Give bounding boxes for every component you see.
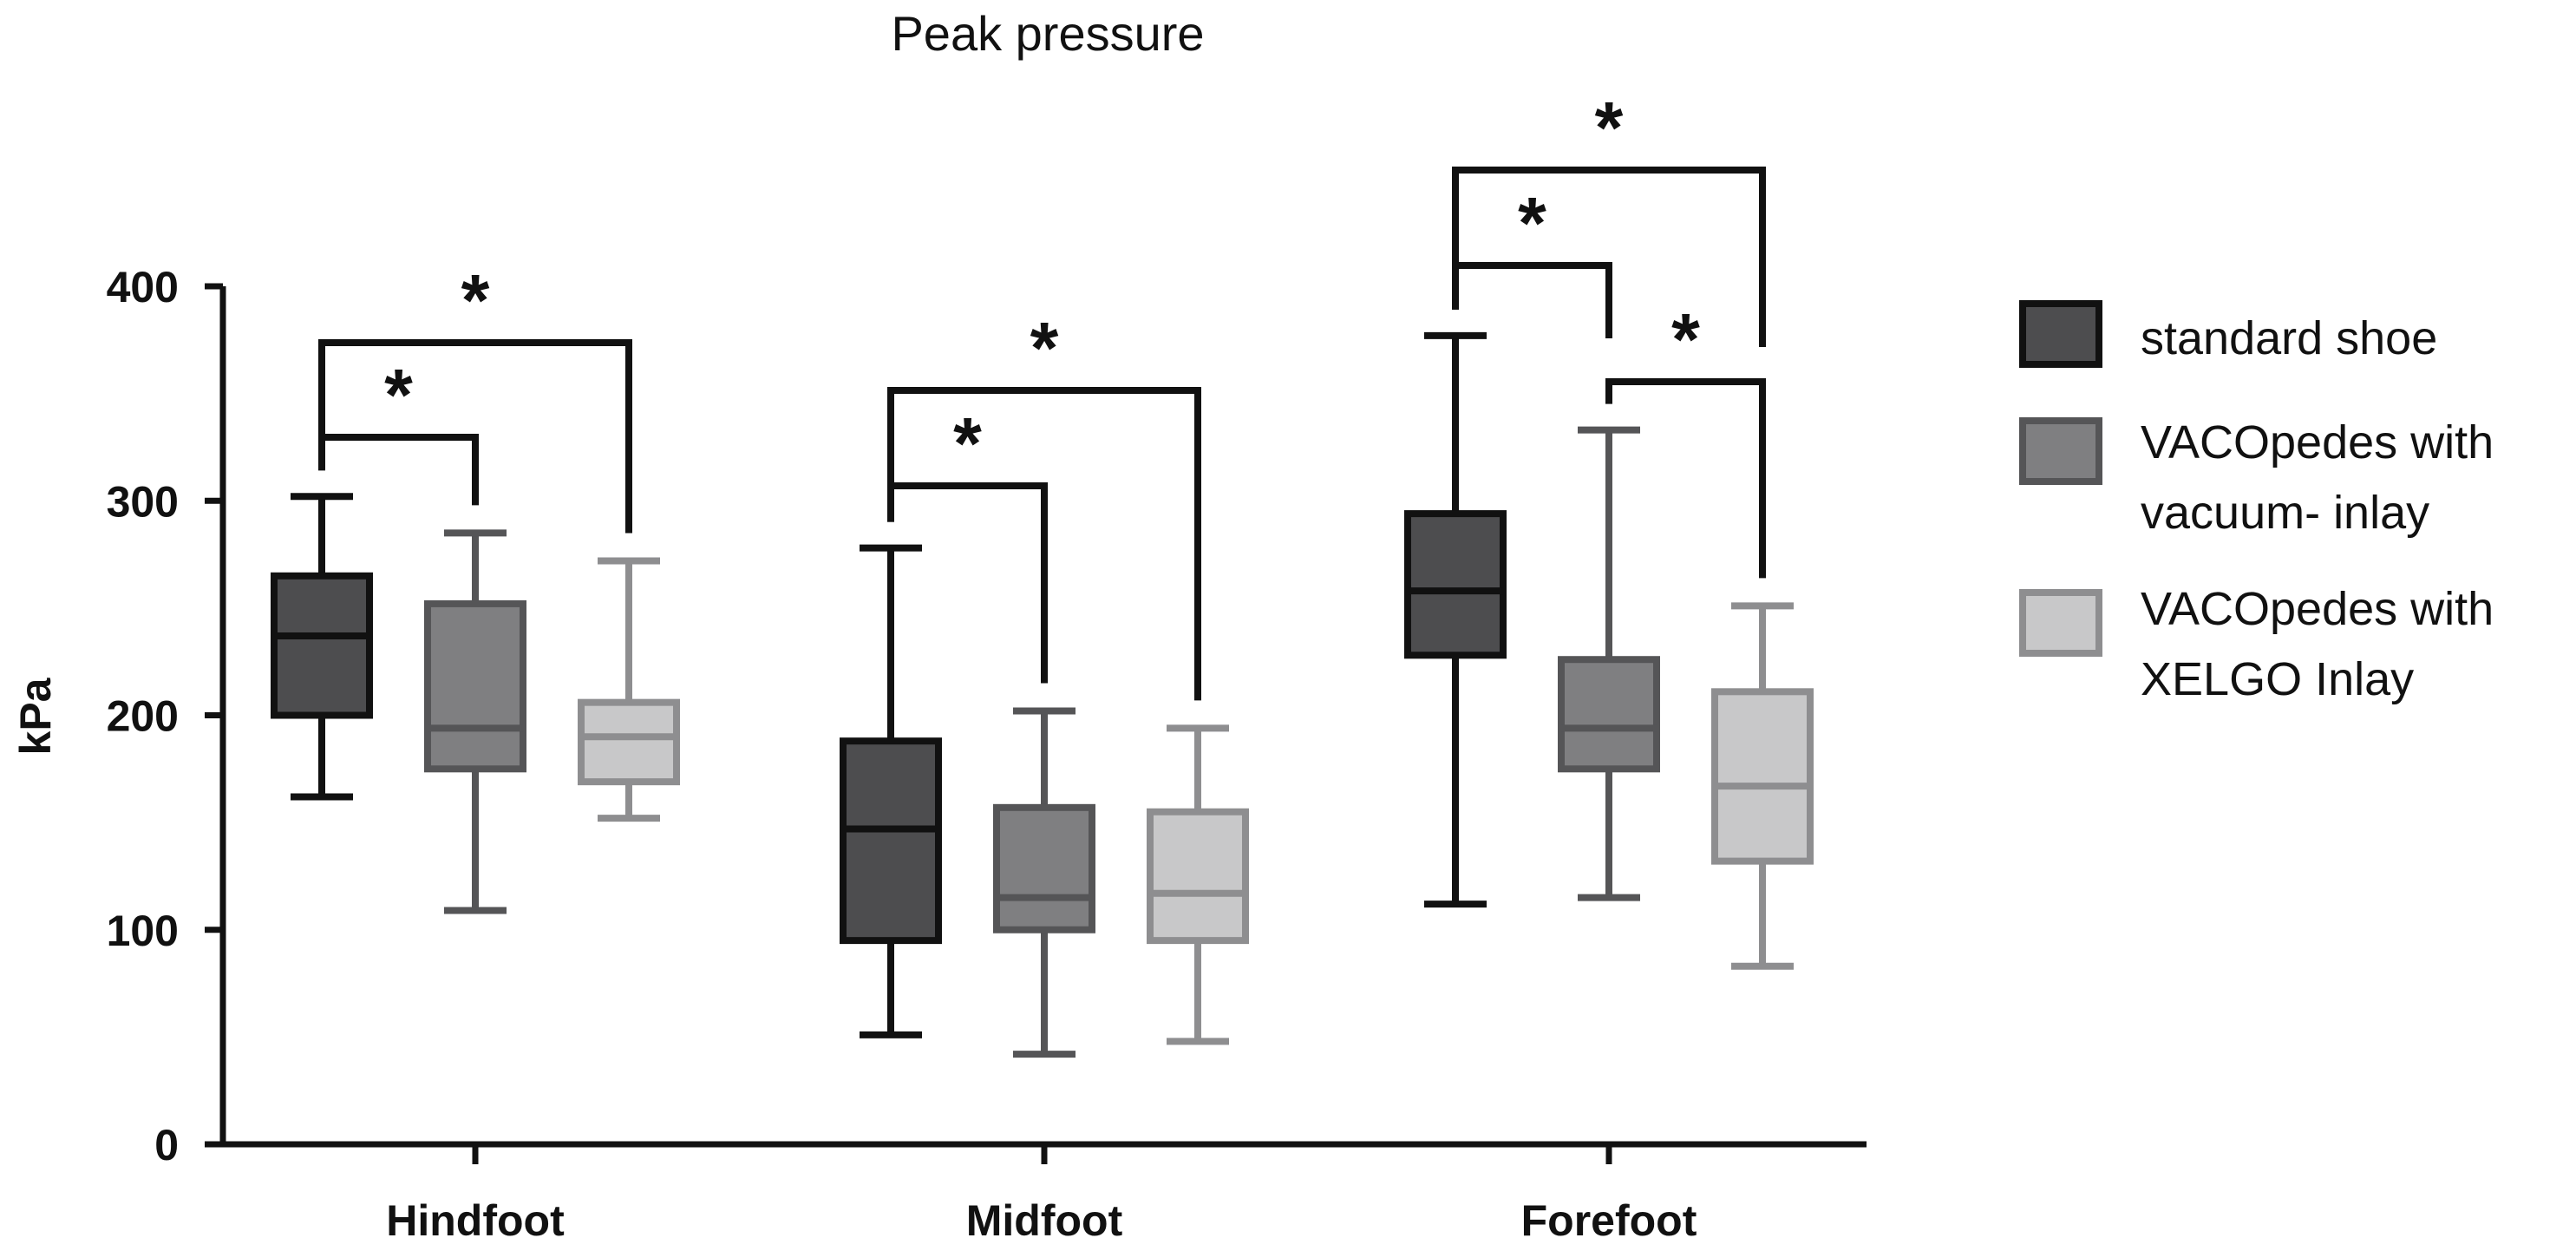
legend-swatch: [2019, 589, 2102, 657]
bracket-line: [1605, 378, 1766, 579]
x-tick-label-midfoot: Midfoot: [966, 1196, 1123, 1245]
significance-bracket: *: [1452, 87, 1766, 347]
box-midfoot-series-1: [840, 544, 942, 1038]
y-ticks: 0 100 200 300 400: [107, 263, 223, 1169]
y-tick-label: 0: [154, 1121, 179, 1169]
box-hindfoot-series-3: [578, 557, 680, 822]
box-iqr: [993, 803, 1095, 933]
box-iqr: [1147, 808, 1249, 945]
significance-star: *: [461, 259, 490, 341]
box-iqr: [1558, 656, 1660, 773]
box-iqr: [271, 572, 373, 719]
boxes: [271, 331, 1814, 1058]
bracket-line: [887, 387, 1201, 701]
box-forefoot-series-1: [1404, 331, 1507, 908]
bracket-line: [318, 339, 632, 534]
box-midfoot-series-2: [993, 707, 1095, 1058]
significance-bracket: *: [1605, 298, 1766, 579]
significance-star: *: [1518, 182, 1546, 264]
legend-label-line: XELGO Inlay: [2141, 653, 2414, 705]
bracket-line: [1452, 167, 1766, 347]
significance-bracket: *: [318, 354, 479, 506]
legend-item-1: standard shoe: [2019, 300, 2437, 368]
significance-star: *: [953, 403, 982, 484]
significance-bracket: *: [1452, 182, 1612, 338]
chart-title: Peak pressure: [891, 6, 1204, 61]
y-tick-label: 200: [107, 692, 179, 741]
legend-label-line: VACOpedes with: [2141, 416, 2494, 468]
x-ticks: Hindfoot Midfoot Forefoot: [386, 1144, 1697, 1245]
significance-bracket: *: [887, 403, 1048, 684]
y-axis-label: kPa: [11, 677, 60, 755]
box-forefoot-series-2: [1558, 426, 1660, 901]
significance-bracket: *: [887, 307, 1201, 701]
y-tick-label: 400: [107, 263, 179, 311]
significance-star: *: [384, 354, 413, 436]
box-hindfoot-series-1: [271, 493, 373, 801]
box-iqr: [578, 698, 680, 786]
legend-swatch: [2019, 300, 2102, 368]
y-tick-label: 100: [107, 907, 179, 955]
legend-label-line: standard shoe: [2141, 312, 2437, 364]
legend-label-line: VACOpedes with: [2141, 583, 2494, 635]
box-midfoot-series-3: [1147, 724, 1249, 1045]
significance-star: *: [1595, 87, 1624, 168]
box-iqr: [840, 737, 942, 945]
significance-star: *: [1671, 298, 1700, 380]
significance-bracket: *: [318, 259, 632, 534]
box-iqr: [1404, 510, 1507, 659]
box-hindfoot-series-2: [424, 529, 526, 914]
x-tick-label-hindfoot: Hindfoot: [386, 1196, 565, 1245]
x-tick-label-forefoot: Forefoot: [1521, 1196, 1697, 1245]
legend-label-line: vacuum- inlay: [2141, 487, 2429, 539]
legend-item-2: VACOpedes with vacuum- inlay: [2019, 416, 2494, 539]
significance-star: *: [1030, 307, 1059, 389]
legend-swatch: [2019, 417, 2102, 485]
significance-brackets: * * * * * * *: [318, 87, 1766, 701]
bracket-line: [1452, 262, 1612, 338]
y-tick-label: 300: [107, 477, 179, 526]
box-forefoot-series-3: [1711, 602, 1814, 970]
box-iqr: [1711, 688, 1814, 865]
box-iqr: [424, 599, 526, 773]
bracket-line: [887, 482, 1048, 684]
